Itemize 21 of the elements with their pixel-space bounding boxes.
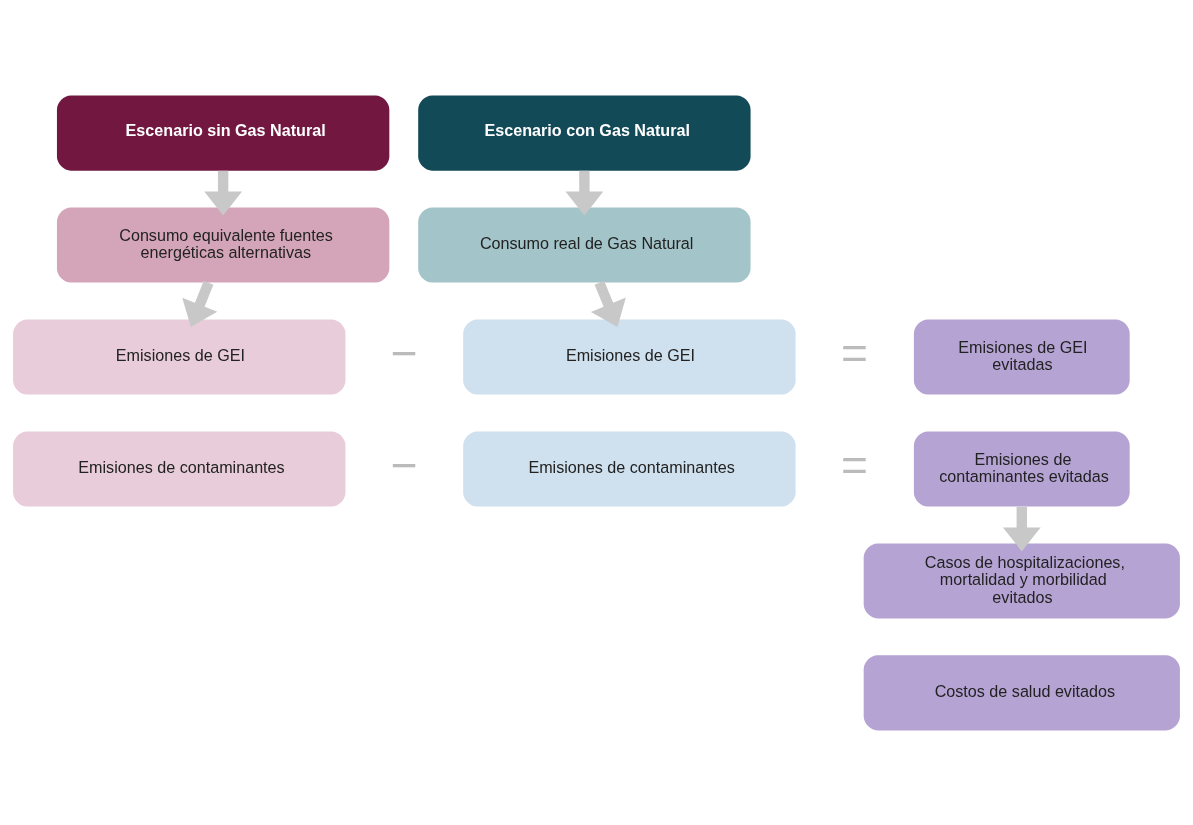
label: − — [390, 438, 418, 491]
arrow — [1002, 506, 1041, 551]
node-box: Consumo equivalente fuentes energéticas alternativas — [56, 207, 390, 283]
label: − — [390, 326, 418, 379]
node-box: Emisiones de GEI — [13, 319, 346, 395]
node-box: Escenario sin Gas Natural — [56, 95, 390, 171]
arrow — [204, 170, 243, 216]
node-box: Escenario con Gas Natural — [418, 95, 751, 171]
node-box: Emisiones de GEI evitadas — [913, 319, 1130, 395]
arrow — [182, 280, 218, 327]
label: = — [840, 438, 868, 491]
node-box: Emisiones de contaminantes — [13, 430, 346, 506]
node-box: Costos de salud evitados — [863, 654, 1180, 730]
node-box: Emisiones de contaminantes evitadas — [913, 430, 1130, 506]
node-box: Casos de hospitalizaciones, mortalidad y morbilidad evitados — [863, 542, 1180, 618]
node-box: Emisiones de GEI — [463, 319, 796, 395]
label: = — [840, 326, 868, 379]
node-box: Emisiones de contaminantes — [463, 430, 796, 506]
node-box: Consumo real de Gas Natural — [418, 207, 751, 283]
arrow — [590, 280, 626, 327]
arrow — [565, 170, 604, 216]
